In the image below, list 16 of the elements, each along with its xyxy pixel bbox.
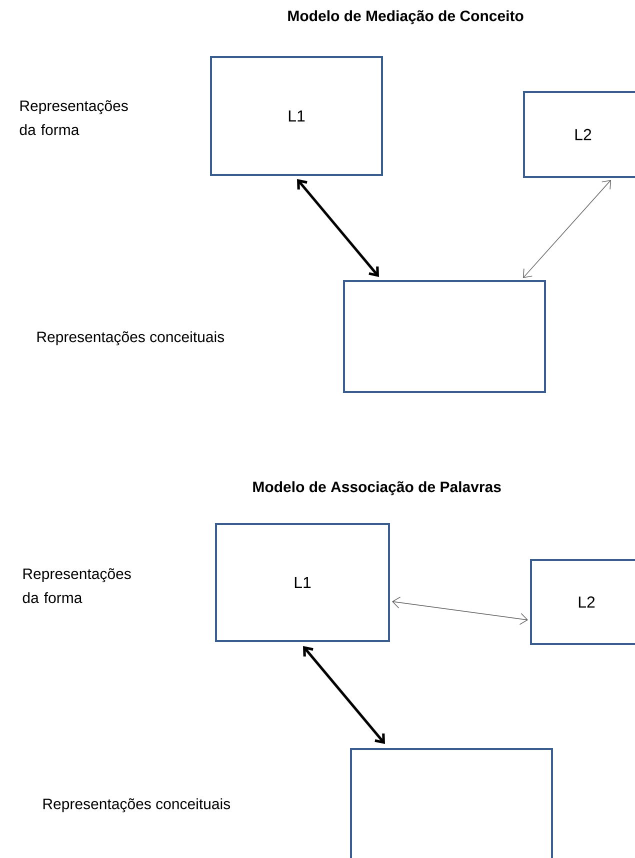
double-arrow [523, 180, 611, 278]
language-box: L1 [210, 56, 383, 176]
heading: Modelo de Mediação de Conceito [288, 10, 524, 24]
language-box: L2 [530, 559, 635, 645]
side-label: Representações conceituais [37, 331, 224, 346]
side-label: Representações da forma [20, 100, 128, 136]
side-label: Representações conceituais [43, 798, 230, 812]
double-arrow [297, 179, 379, 277]
double-arrow [303, 646, 385, 744]
concept-box [350, 748, 553, 858]
language-box: L1 [215, 523, 390, 642]
double-arrow [392, 596, 528, 625]
side-label: Representações da forma [22, 568, 131, 604]
concept-box [343, 280, 546, 393]
language-box: L2 [523, 91, 635, 178]
heading: Modelo de Associação de Palavras [253, 481, 501, 496]
